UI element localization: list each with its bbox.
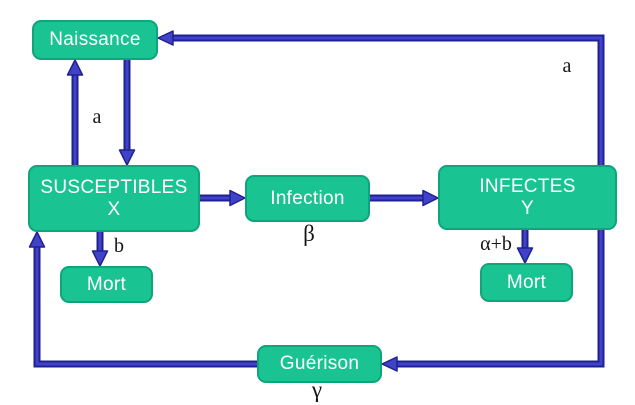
label-alpha-b-infectes-mort: α+b	[480, 233, 512, 255]
arrowhead-into-susceptibles-bottom	[28, 231, 46, 248]
node-naissance: Naissance	[32, 20, 158, 60]
node-mort-infectes: Mort	[480, 263, 573, 302]
node-mort-infectes-label: Mort	[506, 271, 547, 293]
arrowhead-into-susceptibles-top	[118, 149, 136, 166]
edge-naissance-to-susceptibles	[118, 60, 136, 166]
node-susceptibles: SUSCEPTIBLES X	[28, 165, 200, 232]
node-mort-susceptibles-label: Mort	[86, 273, 127, 295]
edge-infectes-to-mort	[516, 230, 534, 264]
node-guerison: Guérison	[257, 345, 382, 383]
arrowhead-into-naissance	[157, 30, 174, 46]
edge-susceptibles-to-mort	[91, 232, 109, 267]
label-a-naissance-susceptibles: a	[92, 106, 102, 128]
edge-infection-to-infectes	[370, 189, 439, 207]
label-gamma-guerison: γ	[311, 377, 323, 402]
label-b-susceptibles-mort: b	[114, 235, 124, 257]
node-infectes-sublabel: Y	[521, 197, 534, 219]
node-infection: Infection	[245, 175, 370, 222]
arrowhead-into-infection	[229, 189, 246, 207]
label-a-right-loop: a	[562, 55, 572, 77]
node-infectes: INFECTES Y	[438, 165, 617, 230]
node-susceptibles-label: SUSCEPTIBLES	[40, 176, 188, 198]
node-infection-label: Infection	[270, 187, 345, 209]
label-beta-infection: β	[303, 221, 315, 246]
node-susceptibles-sublabel: X	[107, 198, 121, 220]
arrowhead-into-mort-left	[91, 250, 109, 267]
node-mort-susceptibles: Mort	[60, 266, 153, 303]
edge-guerison-to-susceptibles	[28, 231, 257, 368]
arrowhead-into-guerison	[381, 356, 398, 372]
arrowhead-into-naissance-bottom	[66, 59, 84, 76]
node-naissance-label: Naissance	[49, 29, 141, 51]
edge-susceptibles-to-naissance	[66, 59, 84, 165]
edge-susceptibles-to-infection	[200, 189, 246, 207]
arrowhead-into-mort-right	[516, 247, 534, 264]
arrowhead-into-infectes	[422, 189, 439, 207]
node-infectes-label: INFECTES	[479, 175, 576, 197]
node-guerison-label: Guérison	[279, 353, 360, 375]
